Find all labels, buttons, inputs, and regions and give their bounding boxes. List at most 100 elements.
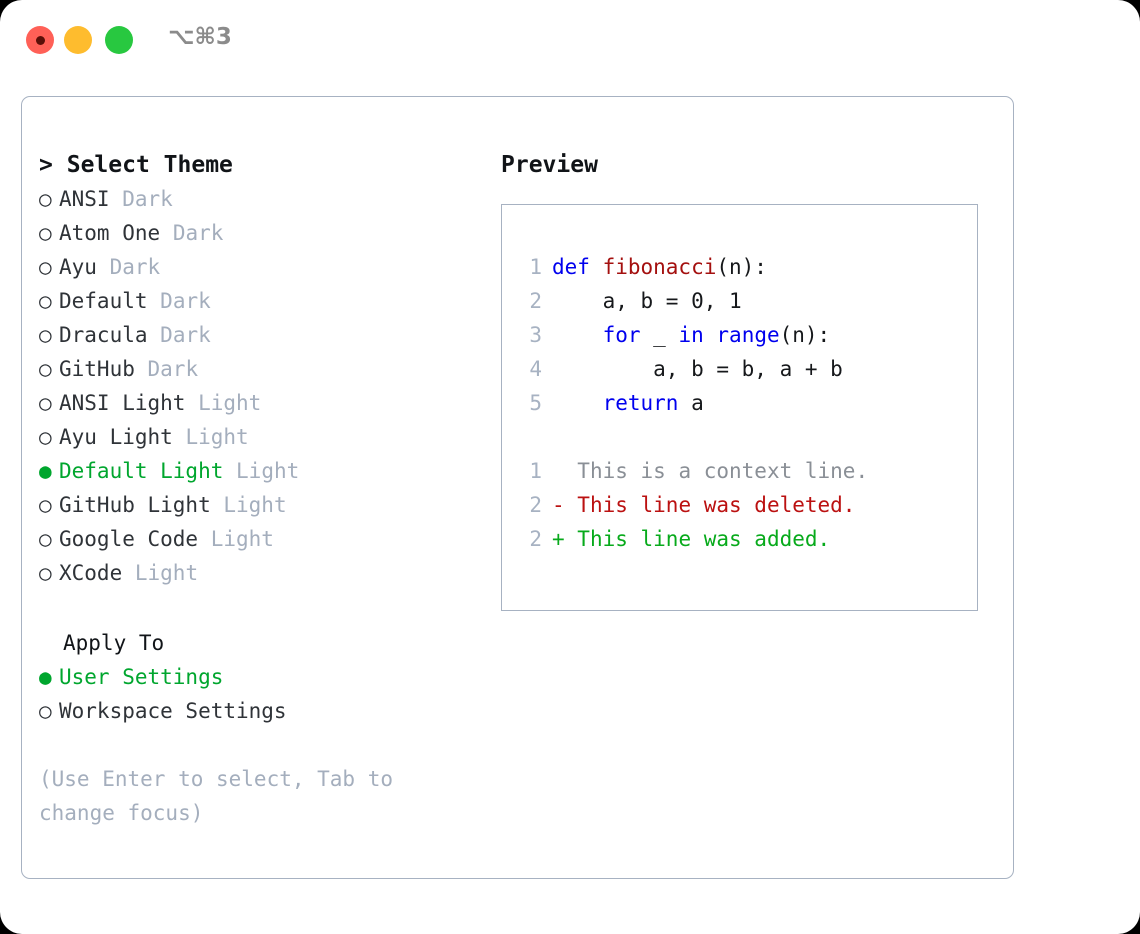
diff-sign	[552, 459, 577, 483]
radio-unselected-icon: ○	[39, 527, 52, 551]
theme-variant-label: Dark	[147, 357, 199, 381]
code-spacer	[520, 420, 971, 454]
radio-unselected-icon: ○	[39, 699, 52, 723]
apply-to-label: Workspace Settings	[59, 699, 287, 723]
code-token: (n):	[779, 323, 831, 347]
diff-line: 2+ This line was added.	[520, 522, 971, 556]
page-title: > Select Theme	[39, 148, 479, 182]
code-line: 4 a, b = b, a + b	[520, 352, 971, 386]
title-bar: ⌥⌘3	[0, 0, 1140, 78]
theme-list-item[interactable]: ○ XCode Light	[39, 556, 479, 590]
theme-variant-label: Dark	[172, 221, 224, 245]
code-token: a	[678, 391, 704, 415]
radio-unselected-icon: ○	[39, 187, 52, 211]
radio-unselected-icon: ○	[39, 323, 52, 347]
theme-picker-panel: > Select Theme ○ANSI Dark○Atom One Dark○…	[21, 96, 1014, 879]
theme-name-label: Ayu	[59, 255, 97, 279]
line-number: 2	[529, 493, 542, 517]
diff-text: This line was deleted.	[577, 493, 856, 517]
theme-list-item[interactable]: ○Dracula Dark	[39, 318, 479, 352]
preview-title: Preview	[501, 152, 598, 178]
apply-to-label: User Settings	[59, 665, 224, 689]
theme-list-item[interactable]: ○Atom One Dark	[39, 216, 479, 250]
theme-list-item[interactable]: ○ Ayu Dark	[39, 250, 479, 284]
code-token: (n):	[716, 255, 767, 279]
line-number: 2	[529, 527, 542, 551]
radio-unselected-icon: ○	[39, 425, 52, 449]
code-line: 3 for _ in range(n):	[520, 318, 971, 352]
apply-to-item[interactable]: ○ Workspace Settings	[39, 694, 479, 728]
theme-list-item[interactable]: ○ GitHub Light Light	[39, 488, 479, 522]
apply-to-item[interactable]: ● User Settings	[39, 660, 479, 694]
apply-to-heading: Apply To	[63, 631, 165, 655]
theme-variant-label: Light	[134, 561, 199, 585]
radio-unselected-icon: ○	[39, 255, 52, 279]
theme-list-item[interactable]: ○ Google Code Light	[39, 522, 479, 556]
code-token	[552, 391, 603, 415]
theme-name-label: GitHub	[59, 357, 135, 381]
theme-list: ○ANSI Dark○Atom One Dark○Ayu Dark○Defaul…	[39, 182, 479, 590]
theme-variant-label: Light	[223, 493, 287, 517]
keyboard-hint-text: (Use Enter to select, Tab to change focu…	[39, 767, 394, 825]
theme-variant-label: Dark	[109, 255, 161, 279]
code-token	[704, 323, 717, 347]
theme-name-label: ANSI	[59, 187, 110, 211]
theme-variant-label: Dark	[122, 187, 173, 211]
line-number: 5	[529, 391, 542, 415]
line-number: 1	[529, 459, 542, 483]
diff-line: 2- This line was deleted.	[520, 488, 971, 522]
radio-unselected-icon: ○	[39, 561, 52, 585]
line-number: 2	[529, 289, 542, 313]
radio-unselected-icon: ○	[39, 289, 52, 313]
diff-sign: -	[552, 493, 578, 517]
page-title-label: Select Theme	[66, 152, 233, 178]
theme-variant-label: Light	[236, 459, 300, 483]
code-line: 5 return a	[520, 386, 971, 420]
theme-list-item[interactable]: ○ ANSI Dark	[39, 182, 479, 216]
theme-name-label: GitHub Light	[59, 493, 211, 517]
code-token: range	[716, 323, 780, 347]
code-token: for	[602, 323, 641, 347]
theme-name-label: Atom One	[59, 221, 161, 245]
theme-list-item[interactable]: ○ANSI Light Light	[39, 386, 479, 420]
theme-name-label: Dracula	[59, 323, 148, 347]
keyboard-shortcut-label: ⌥⌘3	[168, 24, 232, 50]
code-token: a, b = 0, 1	[552, 289, 742, 313]
theme-list-item[interactable]: ○GitHub Dark	[39, 352, 479, 386]
radio-selected-icon: ●	[39, 665, 52, 689]
code-token: _	[640, 323, 679, 347]
theme-name-label: Default Light	[59, 459, 224, 483]
theme-variant-label: Dark	[160, 289, 211, 313]
theme-list-item[interactable]: ○Ayu Light Light	[39, 420, 479, 454]
minimize-window-button[interactable]	[64, 26, 92, 54]
line-number: 4	[529, 357, 542, 381]
code-token	[552, 323, 603, 347]
diff-text: This is a context line.	[577, 459, 869, 483]
theme-name-label: Default	[59, 289, 148, 313]
theme-list-item[interactable]: ○ Default Dark	[39, 284, 479, 318]
diff-line: 1 This is a context line.	[520, 454, 971, 488]
diff-text: This line was added.	[577, 527, 831, 551]
theme-variant-label: Light	[210, 527, 274, 551]
line-number: 3	[529, 323, 542, 347]
theme-list-item[interactable]: ●Default Light Light	[39, 454, 479, 488]
code-token: def	[552, 255, 603, 279]
theme-variant-label: Light	[198, 391, 262, 415]
selection-marker-icon: >	[39, 152, 53, 178]
code-token: return	[602, 391, 679, 415]
close-window-button[interactable]	[26, 26, 54, 54]
theme-name-label: Google Code	[59, 527, 199, 551]
code-line: 2 a, b = 0, 1	[520, 284, 971, 318]
spacer	[39, 590, 479, 626]
maximize-window-button[interactable]	[105, 26, 133, 54]
theme-list-column: > Select Theme ○ANSI Dark○Atom One Dark○…	[39, 148, 479, 830]
radio-unselected-icon: ○	[39, 493, 52, 517]
code-token: in	[678, 323, 704, 347]
apply-to-list: ● User Settings ○ Workspace Settings	[39, 660, 479, 728]
theme-name-label: XCode	[59, 561, 123, 585]
